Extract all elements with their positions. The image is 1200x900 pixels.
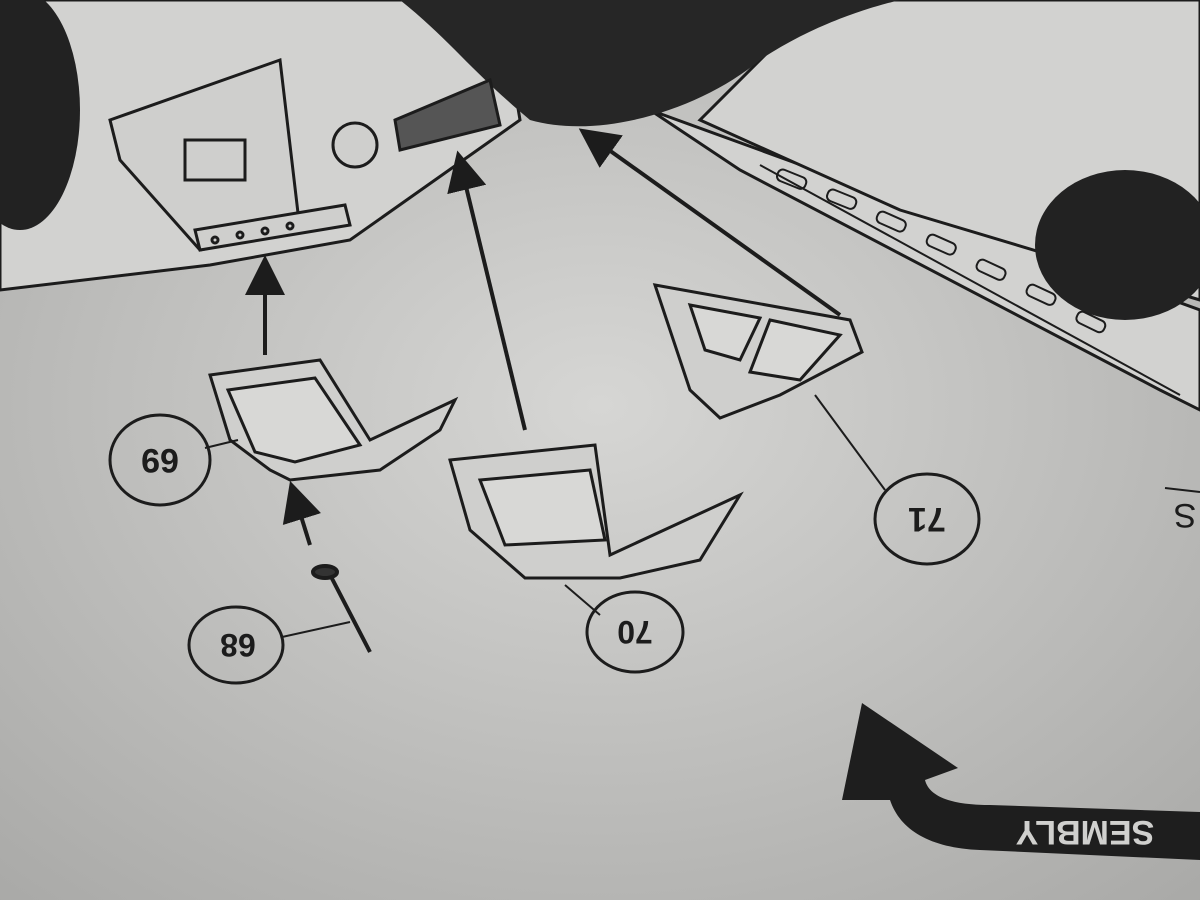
callout-68: 68: [187, 605, 351, 685]
wing-flap-panels: [759, 164, 1181, 396]
part-69-canopy: [208, 358, 459, 482]
part-label-69: 69: [141, 441, 179, 479]
part-71-canopy: [652, 283, 864, 420]
assembly-banner: SEMBLY: [842, 703, 1200, 860]
callout-71: 71: [814, 394, 981, 566]
part-68-pin: [311, 564, 372, 653]
cockpit-area: [108, 57, 502, 252]
arrow-71: [578, 128, 842, 317]
banner-text: SEMBLY: [1015, 813, 1154, 851]
part-label-68: 68: [220, 627, 256, 663]
part-label-71: 71: [908, 500, 946, 538]
part-label-70: 70: [617, 614, 653, 650]
arrow-70: [447, 150, 527, 431]
arrow-68: [282, 480, 322, 546]
callout-69: 69: [108, 413, 239, 507]
wheel-shape: [0, 0, 80, 230]
assembly-arrows: [245, 128, 842, 546]
roundel-shape: [1035, 170, 1200, 320]
part-70-canopy: [448, 443, 744, 580]
edge-rule: [1164, 487, 1200, 493]
callout-70: 70: [564, 584, 685, 674]
edge-letter: S: [1174, 496, 1197, 534]
engine-cowl: [400, 0, 900, 127]
